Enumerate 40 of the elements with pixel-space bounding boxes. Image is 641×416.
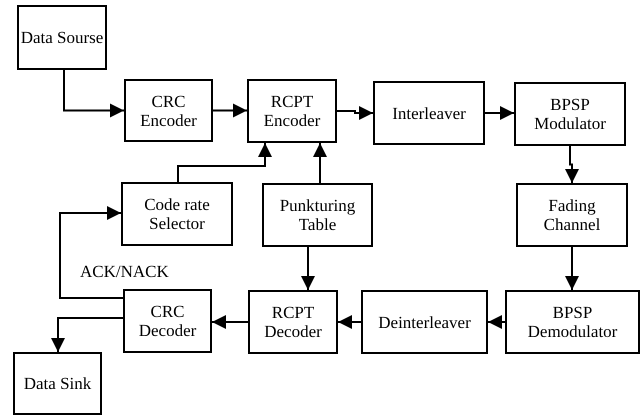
process-box [361, 290, 488, 354]
arrow [301, 247, 315, 290]
process-box [247, 79, 337, 143]
box-label: Fading Channel [542, 196, 602, 234]
box-label: Deinterleaver [378, 312, 471, 332]
process-box [123, 289, 212, 353]
arrow [63, 70, 124, 118]
arrow [485, 106, 514, 120]
box-label: RCPT Encoder [262, 92, 322, 130]
arrow [313, 143, 327, 183]
box-label: Data Sink [24, 374, 92, 393]
arrow [337, 106, 373, 120]
process-box [373, 81, 485, 145]
process-box [505, 290, 640, 354]
box-label: Data Sourse [20, 28, 104, 47]
arrow [338, 315, 361, 329]
arrow [565, 146, 579, 183]
process-box [17, 5, 107, 70]
box-label: CRC Encoder [139, 92, 198, 130]
arrow [59, 206, 123, 299]
process-box [516, 183, 628, 247]
arrow [51, 317, 123, 352]
box-label: CRC Decoder [138, 302, 198, 340]
box-label: BPSP Demodulator [526, 303, 618, 341]
process-box [514, 82, 626, 146]
process-box [121, 182, 233, 246]
box-label: Interleaver [392, 104, 466, 122]
arrow [177, 143, 272, 182]
arrow [488, 315, 505, 329]
box-label: RCPT Decoder [263, 303, 323, 341]
box-label: Code rate Selector [143, 195, 211, 233]
box-label: BPSP Modulator [533, 95, 607, 133]
arrow [565, 247, 579, 290]
process-box [13, 352, 102, 415]
box-label: Punkturing Table [278, 196, 356, 234]
arrow [213, 104, 247, 118]
process-box [262, 183, 373, 247]
process-box [124, 79, 213, 142]
arrow [212, 315, 248, 329]
process-box [248, 290, 338, 354]
